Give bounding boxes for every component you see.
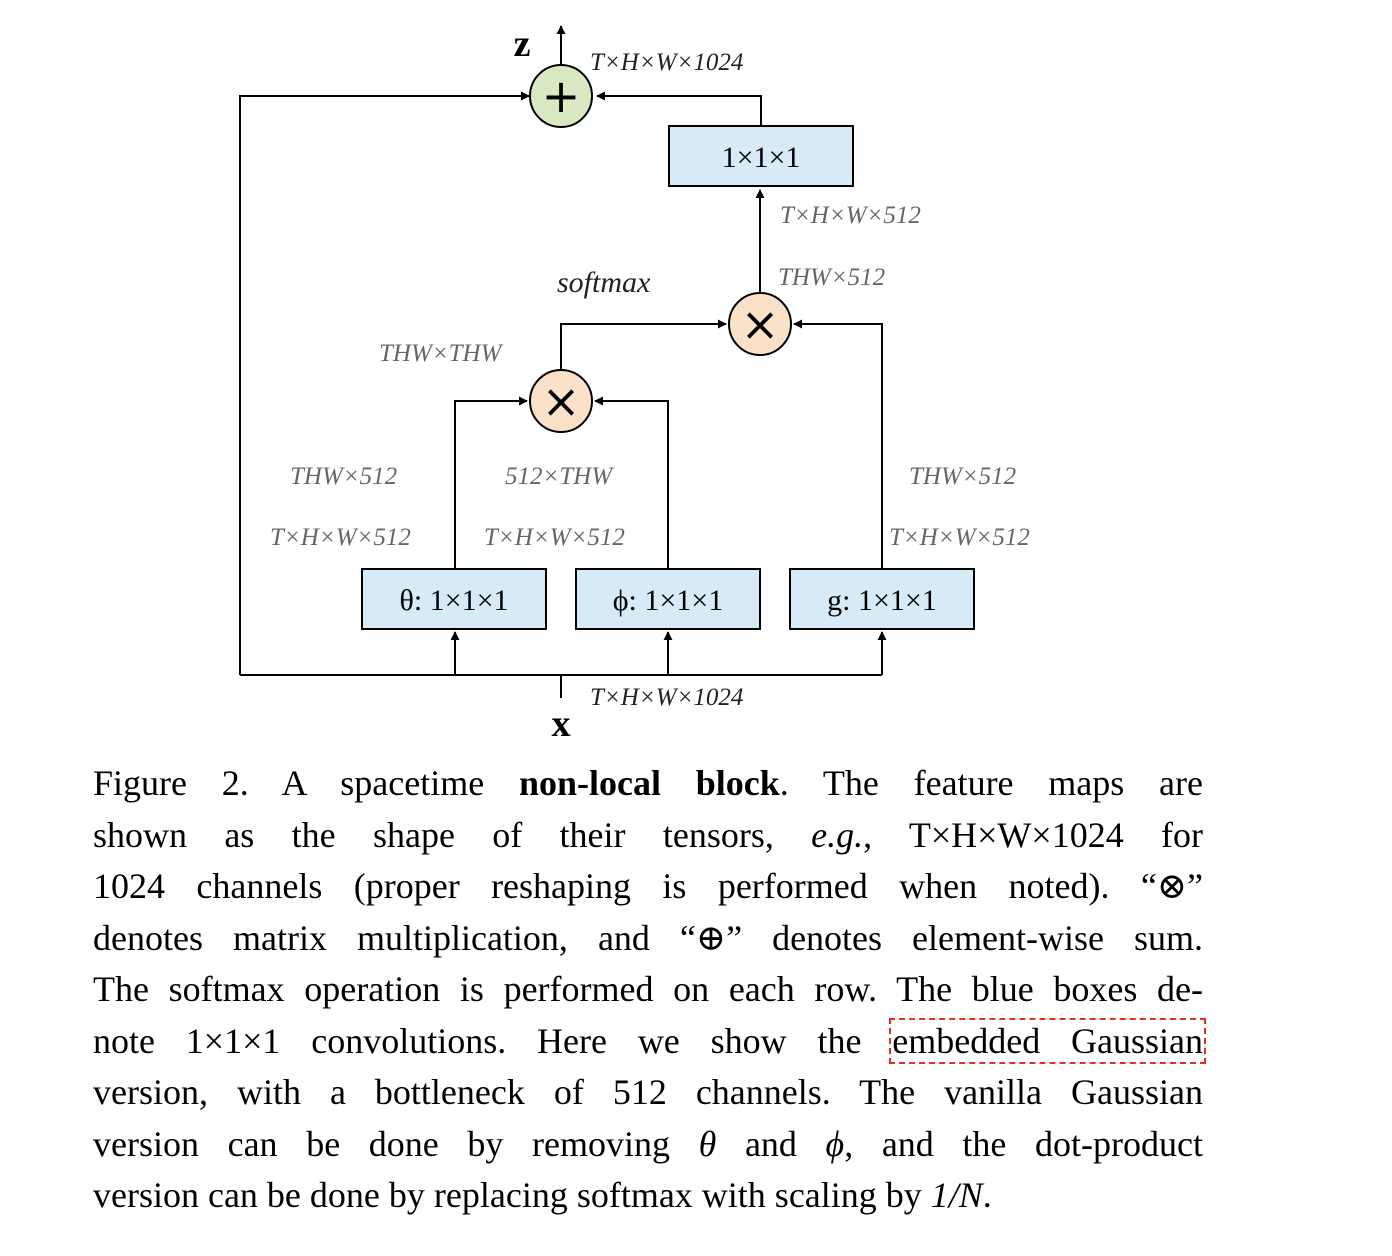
- input-x-label: x: [552, 703, 571, 745]
- top-conv-box: [668, 125, 854, 187]
- phi-shape-label-1: 512×THW: [505, 463, 614, 490]
- sum-symbol: +: [542, 69, 581, 123]
- caption-text: version can be done by removing: [93, 1123, 699, 1164]
- theta-to-matmul: [454, 396, 528, 569]
- caption-line-8: version can be done by removing θ and ϕ,…: [93, 1119, 1203, 1171]
- caption-text: , T×H×W×1024 for: [863, 814, 1204, 855]
- g-conv-label: g: 1×1×1: [827, 584, 937, 617]
- theta-conv-label: θ: 1×1×1: [399, 584, 508, 617]
- theta-shape-label-2: T×H×W×512: [270, 524, 411, 551]
- theta-shape-label-1: THW×512: [290, 463, 397, 490]
- g-shape-label-2: T×H×W×512: [889, 524, 1030, 551]
- caption-text: and: [716, 1123, 826, 1164]
- caption-line-3: 1024 channels (proper reshaping is perfo…: [93, 866, 1203, 906]
- caption-text: Figure 2. A spacetime: [93, 763, 519, 803]
- caption-text: shown as the shape of their tensors,: [93, 814, 812, 855]
- caption-text: . The feature maps are: [779, 763, 1203, 803]
- caption-math: ϕ: [825, 1123, 845, 1164]
- caption-line-5: The softmax operation is performed on ea…: [93, 969, 1203, 1009]
- phi-conv-box: [575, 568, 761, 630]
- caption-line-4: denotes matrix multiplication, and “⊕” d…: [93, 917, 1203, 958]
- phi-shape-label-2: T×H×W×512: [484, 524, 625, 551]
- input-shape-label: T×H×W×1024: [590, 684, 743, 711]
- caption-line-1: Figure 2. A spacetime non-local block. T…: [93, 758, 1203, 810]
- top-conv-to-sum: [596, 91, 762, 126]
- caption-math: θ: [698, 1123, 717, 1164]
- figure-caption: Figure 2. A spacetime non-local block. T…: [93, 758, 1206, 1222]
- caption-text: version can be done by replacing softmax…: [93, 1175, 931, 1215]
- caption-math: 1/N: [930, 1175, 983, 1215]
- phi-conv-label: ϕ: 1×1×1: [613, 584, 723, 617]
- output-matmul-symbol: ×: [741, 297, 780, 351]
- g-shape-label-1: THW×512: [909, 463, 1016, 490]
- top-conv-label: 1×1×1: [722, 141, 801, 174]
- non-local-block-diagram: θ: 1×1×1 ϕ: 1×1×1 g: 1×1×1 × × 1×1×1 + z…: [239, 23, 1030, 745]
- caption-line-2: shown as the shape of their tensors, e.g…: [93, 810, 1203, 862]
- attention-shape-label: THW×THW: [379, 340, 504, 367]
- g-to-matmul: [793, 319, 883, 569]
- attention-to-matmul: [560, 319, 727, 370]
- caption-italic: e.g.: [811, 814, 864, 855]
- phi-to-matmul: [594, 396, 669, 569]
- affinity-matmul-symbol: ×: [542, 374, 581, 428]
- caption-line-9: version can be done by replacing softmax…: [93, 1170, 1203, 1222]
- highlighted-phrase[interactable]: embedded Gaussian: [889, 1017, 1206, 1064]
- g-conv-box: [789, 568, 975, 630]
- caption-text: .: [982, 1175, 992, 1215]
- output-z-label: z: [514, 23, 531, 65]
- caption-line-6: note 1×1×1 convolutions. Here we show th…: [93, 1016, 1206, 1068]
- top-shape-label-1: T×H×W×512: [780, 202, 921, 229]
- caption-bold-term: non-local block: [518, 763, 780, 803]
- output-shape-label: T×H×W×1024: [590, 49, 743, 76]
- softmax-label: softmax: [557, 266, 651, 299]
- caption-text: , and the dot-product: [844, 1123, 1203, 1164]
- top-shape-label-2: THW×512: [778, 264, 885, 291]
- caption-line-7: version, with a bottleneck of 512 channe…: [93, 1072, 1203, 1112]
- theta-conv-box: [361, 568, 547, 630]
- caption-text: note 1×1×1 convolutions. Here we show th…: [93, 1020, 893, 1061]
- residual-connection: [239, 91, 530, 675]
